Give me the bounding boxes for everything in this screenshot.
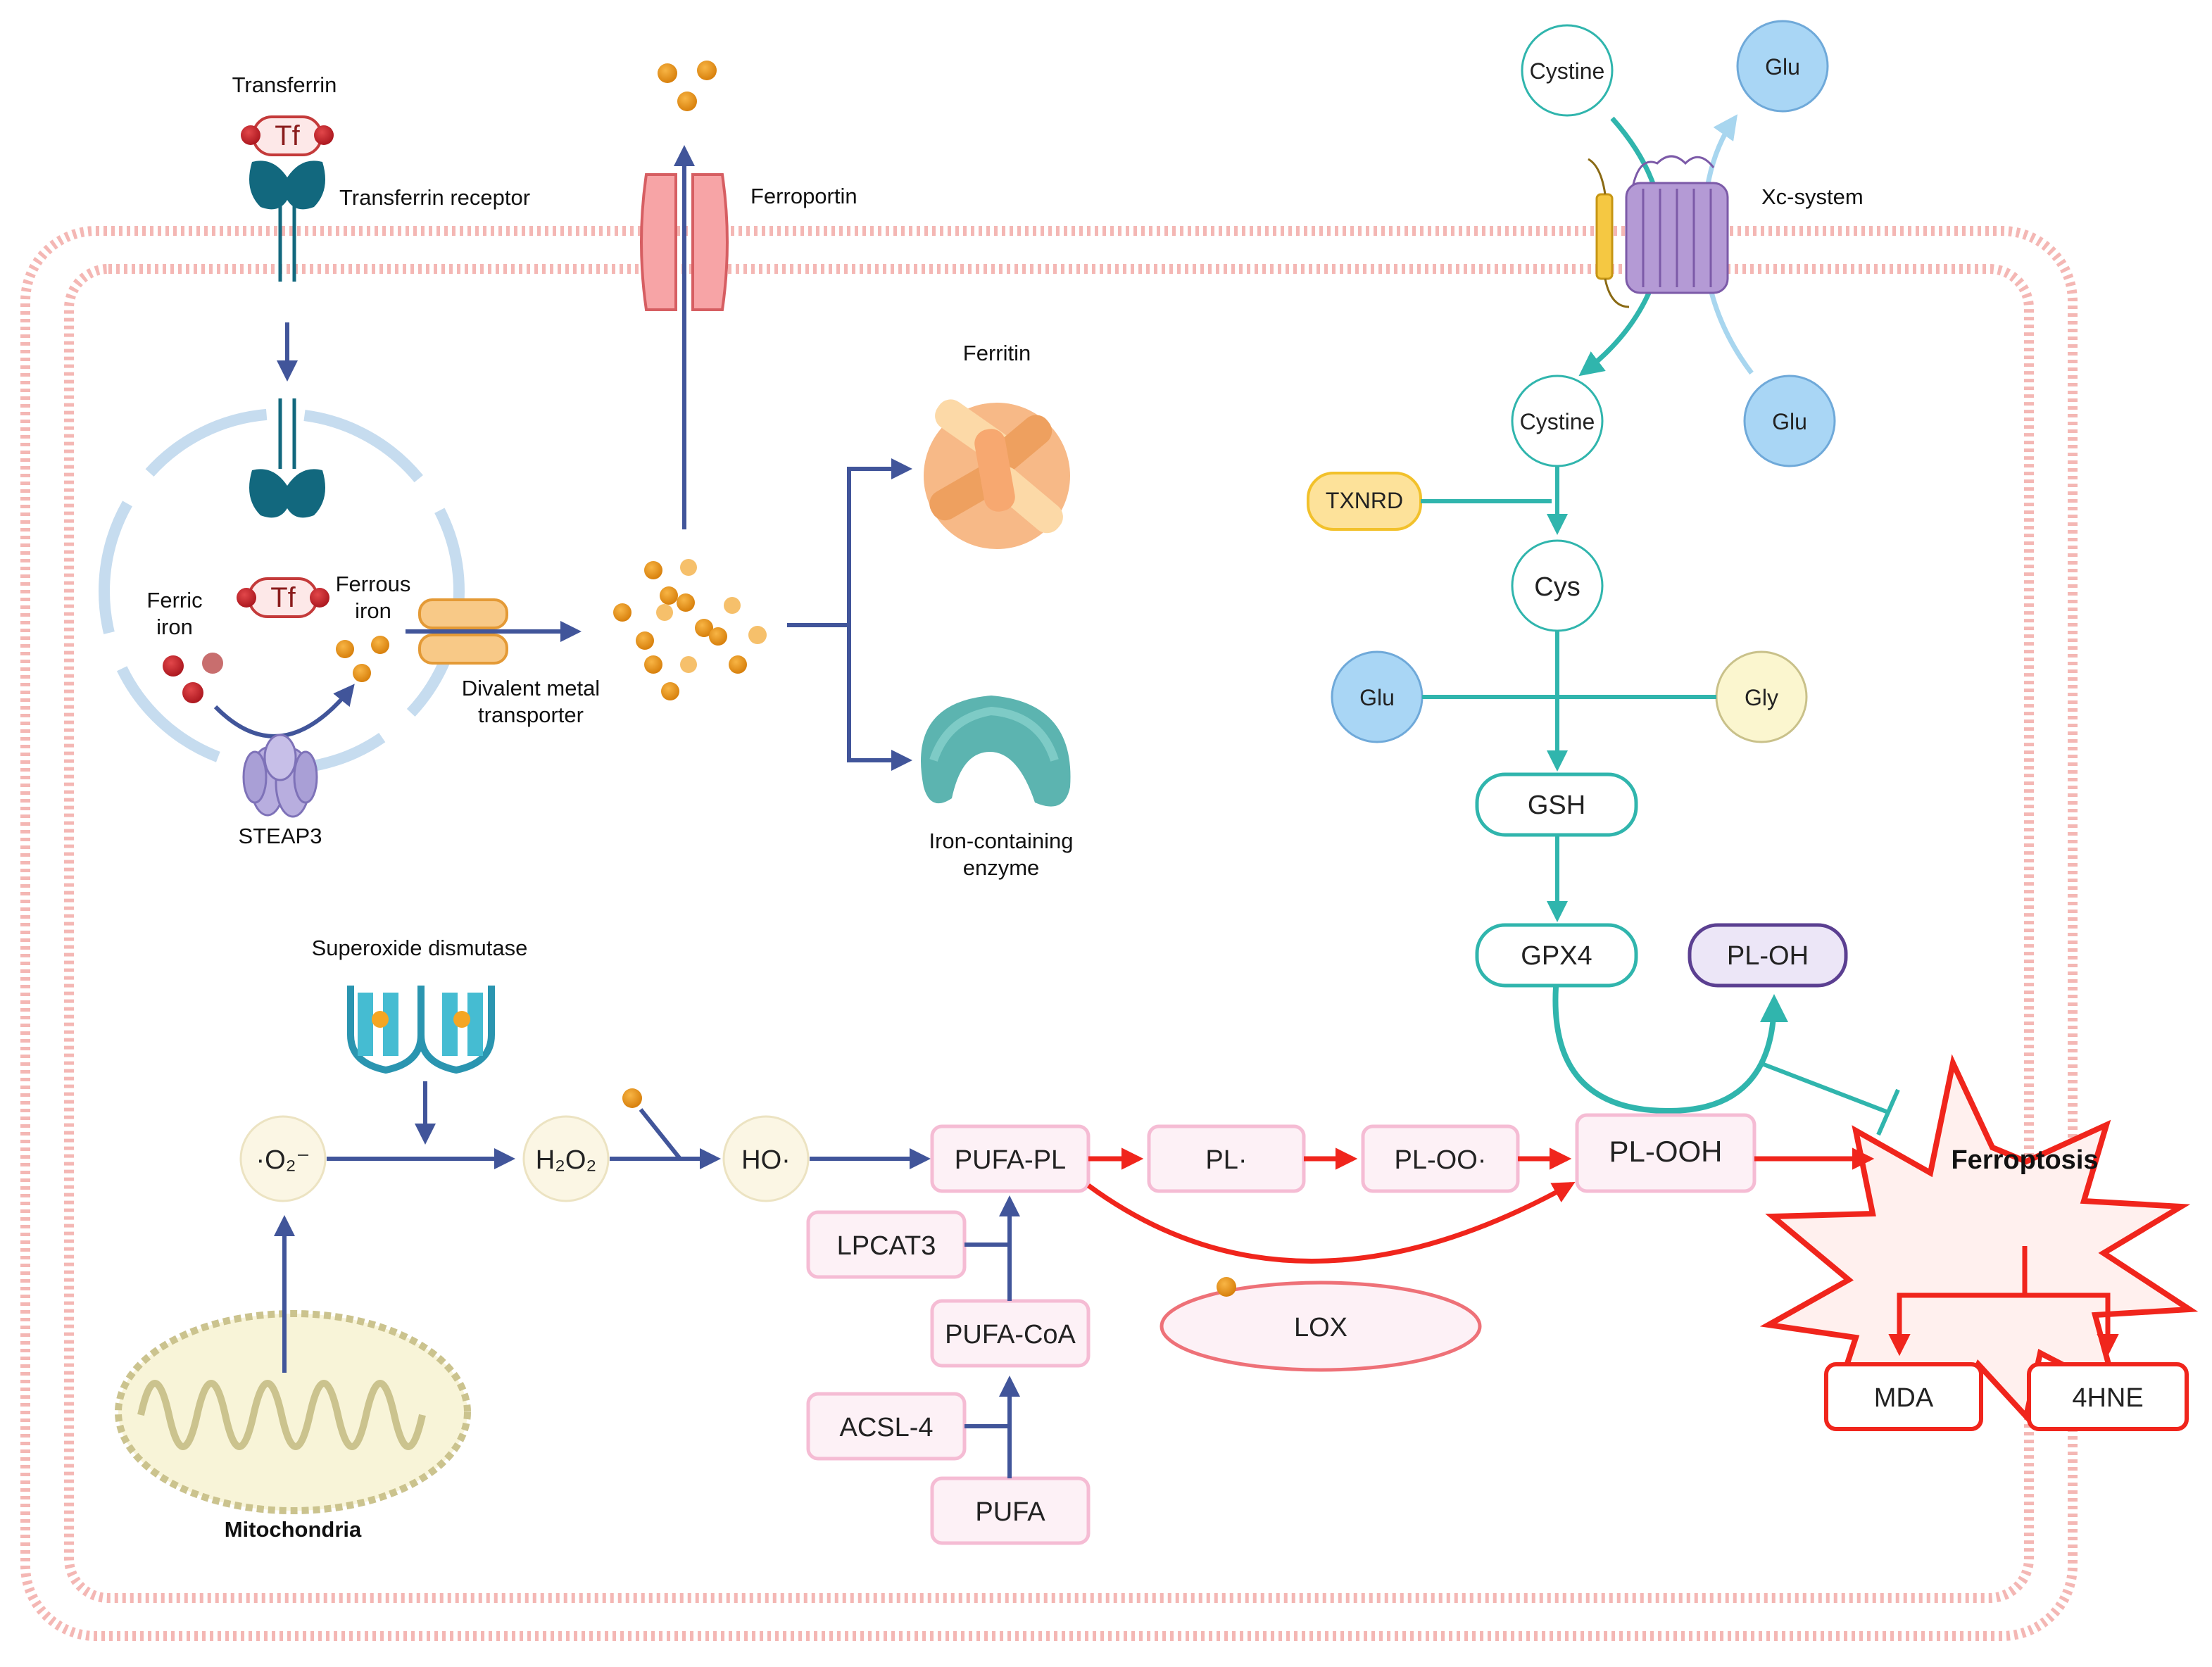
dmt1-icon	[418, 598, 508, 665]
glu-out-node	[1736, 20, 1829, 113]
steap3-label: STEAP3	[239, 824, 322, 848]
xc-system-icon	[1588, 155, 1729, 308]
enzyme-label-1: Iron-containing	[929, 829, 1073, 853]
lpcat3-text: LPCAT3	[837, 1231, 936, 1261]
gpx4-text: GPX4	[1521, 941, 1592, 971]
pl-oh-text: PL-OH	[1727, 941, 1809, 971]
pufa-pl-text: PUFA-PL	[955, 1145, 1066, 1175]
lox-iron-icon	[1217, 1277, 1236, 1297]
pl-text: PL·	[1205, 1145, 1247, 1175]
transferrin-icon: Tf	[241, 115, 334, 156]
ferrous-iron-icon	[336, 636, 389, 682]
cystine-out-text: Cystine	[1530, 58, 1605, 84]
ferrous-iron-label-1: Ferrous	[336, 572, 411, 596]
to-mda-arrow	[1888, 1246, 2028, 1357]
ferric-iron-label-1: Ferric	[146, 588, 202, 612]
dmt1-label-2: transporter	[478, 703, 584, 727]
gly-text: Gly	[1745, 685, 1778, 710]
sod-label: Superoxide dismutase	[312, 936, 528, 960]
pl-ooh-text: PL-OOH	[1609, 1135, 1722, 1168]
to-enzyme-arrow	[847, 625, 912, 771]
mitochondria-icon	[115, 1310, 471, 1514]
gsh-text: GSH	[1528, 791, 1585, 820]
transferrin-label: Transferrin	[232, 73, 337, 97]
cystine-out-node	[1521, 24, 1614, 117]
reduction-arrow	[213, 684, 355, 738]
superoxide-dismutase-icon	[347, 986, 495, 1074]
pl-oo-text: PL-OO·	[1395, 1145, 1487, 1175]
h2o2-text: H₂O₂	[536, 1145, 597, 1175]
glu-text: Glu	[1359, 685, 1395, 710]
cystine-in-text: Cystine	[1520, 409, 1595, 434]
pufa-text: PUFA	[975, 1497, 1045, 1527]
cys-text: Cys	[1534, 572, 1580, 602]
endosome-transferrin-icon: Tf	[237, 577, 329, 618]
gpx4-inhibition-bar	[1876, 1088, 1900, 1136]
acsl4-text: ACSL-4	[839, 1413, 933, 1442]
ferric-iron-label-2: iron	[156, 615, 193, 639]
transferrin-receptor-icon	[249, 161, 325, 282]
mda-text: MDA	[1874, 1383, 1934, 1413]
ferroportin-label: Ferroportin	[750, 184, 857, 208]
fenton-iron-line	[639, 1108, 682, 1160]
ferritin-label: Ferritin	[963, 341, 1031, 365]
glu-in-text: Glu	[1772, 409, 1807, 434]
labile-iron-pool	[613, 559, 767, 700]
enzyme-label-2: enzyme	[963, 855, 1040, 880]
pufa-coa-text: PUFA-CoA	[945, 1320, 1076, 1350]
pl-oh-node	[1688, 923, 1848, 988]
mda-node	[1824, 1362, 1983, 1431]
ferrous-iron-label-2: iron	[355, 598, 391, 623]
superoxide-text: ·O₂⁻	[256, 1145, 310, 1175]
ho-text: HO·	[741, 1145, 791, 1175]
glu-in-node	[1743, 375, 1836, 467]
lox-node	[1160, 1281, 1482, 1372]
xc-system-label: Xc-system	[1761, 184, 1864, 209]
ferroptosis-text: Ferroptosis	[1951, 1145, 2098, 1175]
dmt1-label-1: Divalent metal	[462, 676, 600, 700]
ho-node	[722, 1115, 810, 1202]
4hne-node	[2027, 1362, 2189, 1431]
lox-text: LOX	[1294, 1313, 1347, 1342]
mitochondria-label: Mitochondria	[225, 1517, 362, 1542]
4hne-text: 4HNE	[2072, 1383, 2143, 1413]
gpx4-inhibition-line	[1759, 1061, 1890, 1114]
endosome-receptor-icon	[249, 398, 325, 518]
h2o2-node	[522, 1115, 610, 1202]
svg-text:Tf: Tf	[275, 120, 300, 151]
gpx4-node	[1475, 923, 1638, 988]
svg-text:Tf: Tf	[270, 582, 296, 613]
cell-membrane	[20, 226, 2078, 1641]
superoxide-node	[239, 1115, 327, 1202]
ferritin-icon	[924, 399, 1070, 549]
ferroportin-icon	[640, 173, 729, 311]
transferrin-receptor-label: Transferrin receptor	[339, 185, 530, 210]
txnrd-text: TXNRD	[1326, 488, 1403, 513]
to-ferritin-arrow	[787, 458, 912, 627]
steap3-icon	[242, 734, 318, 818]
to-4hne-arrow	[2025, 1292, 2119, 1357]
exported-iron	[658, 61, 717, 111]
glu-out-text: Glu	[1765, 54, 1800, 80]
gpx4-reduction-arrow	[1552, 986, 1788, 1114]
lox-arrow	[1086, 1181, 1576, 1264]
ferric-iron-icon	[163, 653, 223, 703]
fenton-iron-icon	[622, 1088, 642, 1108]
pl-ooh-node	[1575, 1113, 1757, 1193]
enzyme-icon	[921, 696, 1071, 807]
